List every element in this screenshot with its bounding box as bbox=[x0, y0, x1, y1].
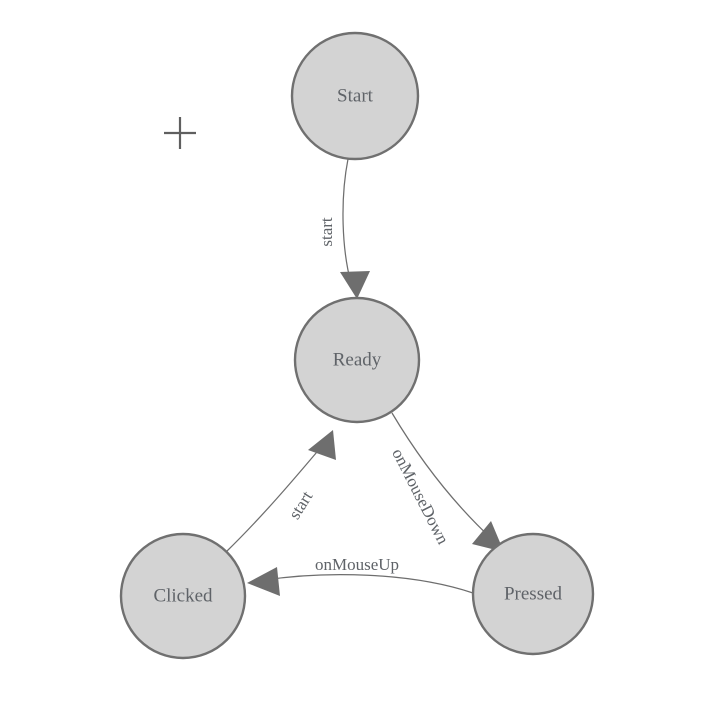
node-pressed-circle[interactable] bbox=[471, 532, 595, 656]
edge-start-to-ready[interactable]: start bbox=[317, 158, 370, 299]
arrowhead-ready-to-pressed bbox=[472, 521, 504, 552]
edge-ready-to-pressed[interactable]: onMouseDown bbox=[388, 412, 504, 552]
node-start[interactable]: Start bbox=[290, 31, 420, 161]
edge-path-start-to-ready bbox=[342, 158, 352, 284]
edge-path-ready-to-pressed bbox=[391, 412, 495, 542]
node-pressed-label: Pressed bbox=[504, 583, 563, 604]
node-clicked-label: Clicked bbox=[153, 585, 213, 606]
node-clicked[interactable]: Clicked bbox=[119, 532, 247, 660]
edge-clicked-to-ready[interactable]: start bbox=[225, 430, 336, 553]
node-ready-label: Ready bbox=[333, 349, 382, 370]
node-ready[interactable]: Ready bbox=[293, 296, 421, 424]
node-pressed[interactable]: Pressed bbox=[471, 532, 595, 656]
edge-label-clicked-to-ready: start bbox=[285, 487, 317, 522]
edge-label-pressed-to-clicked: onMouseUp bbox=[315, 555, 399, 574]
node-start-label: Start bbox=[337, 85, 374, 106]
node-start-circle[interactable] bbox=[290, 31, 420, 161]
crosshair-icon bbox=[164, 117, 196, 149]
edge-path-pressed-to-clicked bbox=[264, 574, 474, 594]
arrowhead-start-to-ready bbox=[340, 271, 370, 299]
arrowhead-clicked-to-ready bbox=[308, 430, 336, 460]
node-ready-circle[interactable] bbox=[293, 296, 421, 424]
arrowhead-pressed-to-clicked bbox=[247, 567, 280, 596]
node-clicked-circle[interactable] bbox=[119, 532, 247, 660]
edge-label-ready-to-pressed: onMouseDown bbox=[388, 445, 453, 547]
edge-pressed-to-clicked[interactable]: onMouseUp bbox=[247, 555, 474, 596]
edge-label-start-to-ready: start bbox=[317, 217, 336, 247]
edge-path-clicked-to-ready bbox=[225, 445, 323, 553]
